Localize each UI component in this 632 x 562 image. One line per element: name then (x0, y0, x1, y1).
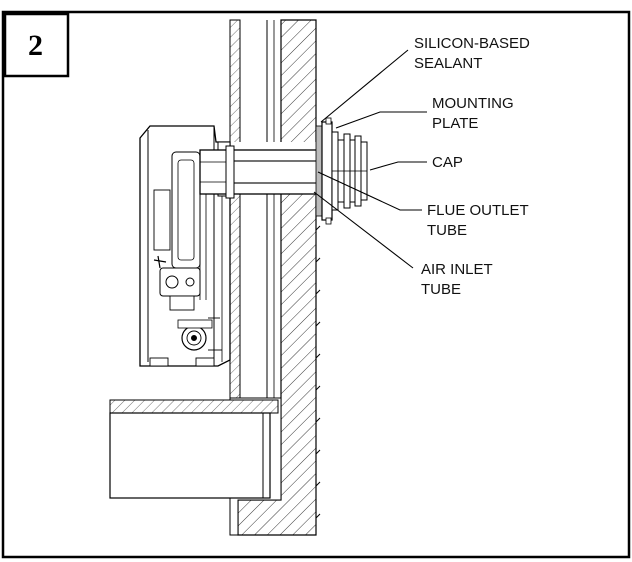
cap-label: CAP (432, 154, 463, 171)
cap (331, 131, 368, 211)
termination-assembly (315, 117, 368, 225)
sealant-label-line1: SILICON-BASED (414, 35, 530, 52)
callout-labels: SILICON-BASED SEALANT MOUNTING PLATE CAP… (414, 35, 530, 298)
flue-outlet-leader (317, 171, 422, 211)
counter-block (109, 399, 279, 499)
flue-outlet-label-line1: FLUE OUTLET (427, 202, 529, 219)
step-number-box: 2 (3, 12, 70, 78)
mounting-plate-label-line1: MOUNTING (432, 95, 514, 112)
mounting-plate-leader (335, 111, 427, 129)
flue-outlet-tube (229, 160, 331, 184)
figure-frame (1, 10, 631, 559)
sealant-leader (320, 49, 409, 123)
step-number: 2 (28, 29, 43, 62)
air-inlet-leader (313, 191, 414, 269)
vent-tubes (199, 145, 331, 199)
air-inlet-label-line2: TUBE (421, 281, 461, 298)
mounting-plate-label-line2: PLATE (432, 115, 478, 132)
sealant-bead (315, 125, 323, 217)
leader-lines (313, 49, 427, 269)
flue-outlet-label-line2: TUBE (427, 222, 467, 239)
air-inlet-label-line1: AIR INLET (421, 261, 493, 278)
cap-leader (369, 161, 427, 171)
sealant-label-line2: SEALANT (414, 55, 482, 72)
